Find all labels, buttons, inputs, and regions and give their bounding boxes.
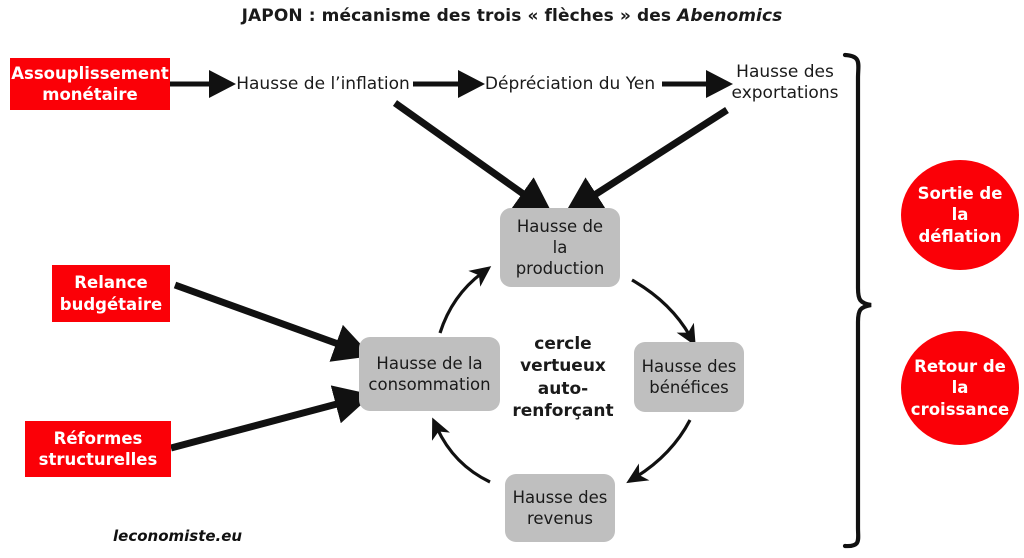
page-title-main: JAPON : mécanisme des trois « flèches » …: [241, 6, 678, 26]
flow-label-exports: Hausse des exportations: [731, 62, 839, 103]
input-box-structural-reforms[interactable]: Réformes structurelles: [25, 421, 171, 477]
arrow-revenus-to-consommation: [431, 417, 491, 484]
cycle-caption: cercle vertueux auto- renforçant: [512, 334, 614, 422]
arrow-benefices-to-revenus: [626, 419, 692, 484]
arrow-production-to-benefices: [631, 278, 696, 347]
arrow-consommation-to-production: [438, 266, 492, 334]
flow-label-yen-depreciation: Dépréciation du Yen: [484, 74, 656, 94]
flow-label-inflation: Hausse de l’inflation: [236, 74, 410, 94]
input-box-monetary-easing[interactable]: Assouplissement monétaire: [10, 58, 170, 110]
cycle-node-production[interactable]: Hausse de la production: [500, 208, 620, 287]
outcome-ellipse-deflation-exit[interactable]: Sortie de la déflation: [901, 160, 1019, 270]
page-title: JAPON : mécanisme des trois « flèches » …: [0, 6, 1024, 26]
cycle-node-benefices[interactable]: Hausse des bénéfices: [634, 342, 744, 412]
cycle-node-revenus[interactable]: Hausse des revenus: [505, 474, 615, 542]
grouping-brace: [842, 52, 872, 549]
arrow-structural-to-consommation: [170, 385, 373, 452]
arrow-fiscal-to-consommation: [173, 281, 372, 362]
page-title-emphasis: Abenomics: [677, 6, 783, 26]
input-box-fiscal-stimulus[interactable]: Relance budgétaire: [52, 265, 170, 322]
outcome-ellipse-growth-return[interactable]: Retour de la croissance: [901, 331, 1019, 445]
arrow-inflation-to-production: [392, 100, 554, 216]
cycle-node-consommation[interactable]: Hausse de la consommation: [359, 337, 500, 411]
arrow-exports-to-production: [564, 107, 729, 215]
source-credit: leconomiste.eu: [113, 527, 243, 545]
